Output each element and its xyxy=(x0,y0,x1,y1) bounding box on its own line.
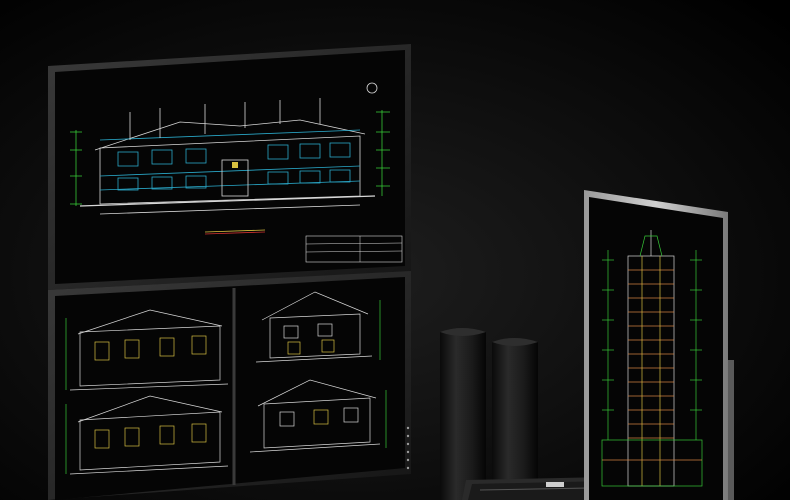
cad-highrise-section xyxy=(601,230,703,487)
cad-building-elevation xyxy=(70,82,403,263)
portrait-monitor-screen xyxy=(589,197,723,500)
speaker-left xyxy=(440,328,486,500)
bottom-monitor-screen xyxy=(55,277,405,500)
monitor-buttons[interactable] xyxy=(406,426,410,470)
portrait-monitor-stand xyxy=(728,360,734,500)
speaker-right xyxy=(492,338,538,500)
top-monitor xyxy=(48,44,411,290)
portrait-monitor xyxy=(584,190,734,500)
cad-house-elevation-right xyxy=(249,291,387,453)
cad-house-elevation-left xyxy=(65,309,229,475)
bottom-monitor xyxy=(48,271,411,500)
laptop-logo xyxy=(546,482,564,487)
top-monitor-screen xyxy=(55,50,405,284)
